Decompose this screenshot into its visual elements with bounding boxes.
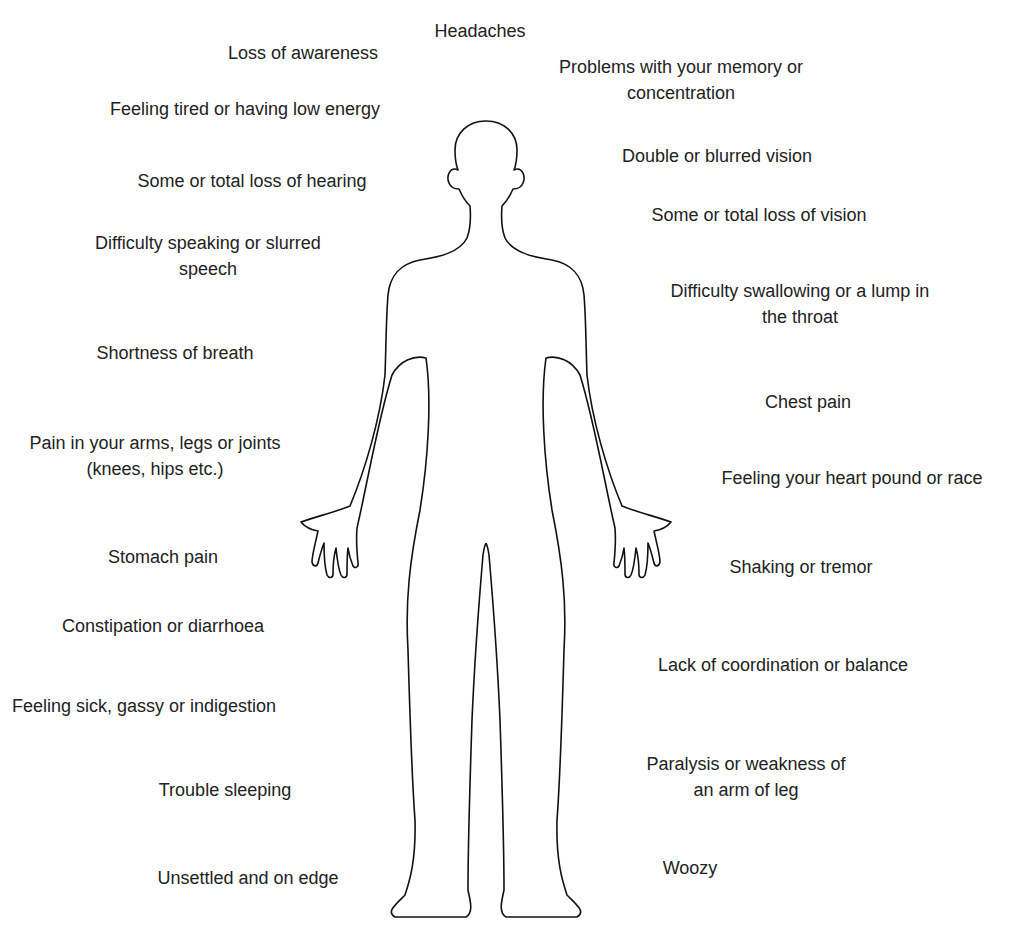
- symptom-label: Unsettled and on edge: [157, 865, 338, 891]
- symptom-label: Shortness of breath: [96, 340, 253, 366]
- symptom-label: Woozy: [663, 855, 718, 881]
- symptom-label: Difficulty swallowing or a lump in the t…: [658, 278, 943, 330]
- symptom-label: Feeling sick, gassy or indigestion: [12, 693, 276, 719]
- symptom-label: Paralysis or weakness of an arm of leg: [635, 751, 857, 803]
- symptom-label: Some or total loss of vision: [651, 202, 866, 228]
- body-half: [486, 121, 671, 917]
- symptom-label: Pain in your arms, legs or joints (knees…: [18, 430, 293, 482]
- symptom-label: Headaches: [434, 18, 525, 44]
- symptom-label: Loss of awareness: [228, 40, 378, 66]
- symptom-label: Constipation or diarrhoea: [62, 613, 264, 639]
- symptom-label: Feeling your heart pound or race: [721, 465, 982, 491]
- symptom-label: Chest pain: [765, 389, 851, 415]
- symptom-label: Shaking or tremor: [729, 554, 872, 580]
- symptom-label: Double or blurred vision: [622, 143, 812, 169]
- symptom-label: Lack of coordination or balance: [658, 652, 908, 678]
- symptom-label: Difficulty speaking or slurred speech: [83, 230, 333, 282]
- symptom-label: Trouble sleeping: [159, 777, 291, 803]
- symptom-label: Stomach pain: [108, 544, 218, 570]
- symptom-label: Some or total loss of hearing: [137, 168, 366, 194]
- symptom-label: Feeling tired or having low energy: [110, 96, 380, 122]
- symptom-label: Problems with your memory or concentrati…: [546, 54, 816, 106]
- body-half: [301, 121, 486, 917]
